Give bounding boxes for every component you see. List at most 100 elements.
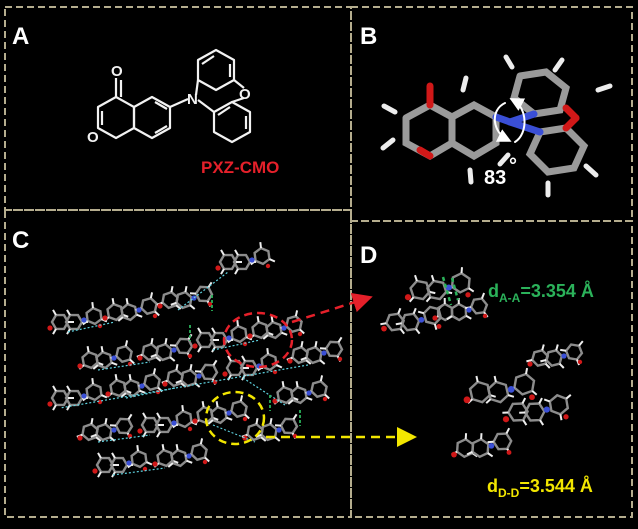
ring [154,416,174,434]
panel-borders [4,6,633,518]
hydrogen-bond [250,259,257,266]
ring [123,378,141,398]
panel-b-border [350,6,633,222]
hydrogen-bond [164,338,168,345]
hydrogen-contact [242,377,286,406]
hydrogen-bond [227,355,232,362]
hydrogen-bond [152,368,157,375]
hydrogen-bond [172,422,179,429]
hydrogen-bond [189,364,193,371]
atom [92,468,98,474]
atom [126,460,132,466]
hydrogen-bond [460,267,463,274]
hydrogen-bond [259,241,262,249]
ring [130,449,148,469]
atom [543,406,550,413]
ring [140,416,160,434]
atom [186,453,192,459]
ring [468,380,492,404]
hydrogen-bond [114,374,118,381]
panel-letter-b: B [360,23,377,50]
hydrogen-bond [197,346,202,353]
hydrogen-bond [127,413,133,420]
aa-distance-marker [441,276,453,306]
panel-b: B [360,23,613,198]
atom [162,381,168,387]
compound-label: PXZ-CMO [201,158,279,177]
pxz-cmo-structure [96,48,252,144]
ring [140,296,158,316]
atom [242,435,248,441]
hydrogen-bond [175,364,179,371]
hydrogen-bond [408,296,415,303]
atom [105,391,111,397]
hydrogen-bond [201,401,205,408]
hydrogen-bond [380,322,387,326]
hydrogen-bond [540,359,547,363]
hydrogen-bond [52,328,57,335]
ring [199,363,219,381]
atom [418,316,425,323]
ring [426,279,448,301]
donor-dimer [451,340,584,459]
hydrogen-bond [227,337,234,344]
hydrogen-bond [91,301,94,309]
ring [175,290,193,310]
atom [226,410,232,416]
atom [451,451,457,458]
hydrogen-bond [91,377,94,385]
atom [561,353,567,359]
hydrogen-bond [274,436,281,442]
hydrogen-bond [260,436,267,442]
atom [337,356,343,362]
atom [202,459,208,465]
atom [249,257,255,263]
hydrogen-bond [526,359,533,363]
panel-c-border [4,209,352,518]
hydrogen-bond [578,340,584,347]
hydrogen-contact [112,467,166,476]
atom [381,325,387,332]
hydrogen-bond [565,394,572,400]
hydrogen-bond [239,395,244,402]
hydrogen-bond [521,397,527,404]
dd-stacking-highlight [204,390,266,446]
panel-letter-a: A [12,23,29,50]
hydrogen-bond [433,323,438,330]
ring [195,331,215,349]
hydrogen-bond [244,413,250,420]
hydrogen-bond [337,336,343,343]
atom [152,461,158,467]
ring [95,422,113,442]
ring [564,343,584,361]
ring [455,437,475,459]
hydrogen-bond [558,363,565,369]
atom [436,323,442,329]
hydrogen-bond [531,390,538,396]
hydrogen-bond [220,268,225,275]
atom-o-ring: O [87,129,99,146]
ring [95,350,113,370]
atom [465,292,471,298]
ring [194,285,214,303]
hydrogen-bond [189,304,196,310]
atom [111,427,117,433]
ring [548,393,570,416]
hydrogen-bond [82,395,89,402]
aa-stacking-highlight [222,311,294,369]
atom [47,325,53,331]
hydrogen-bond [186,459,193,464]
hydrogen-bond [314,341,318,348]
hydrogen-bond [150,338,154,345]
atom [247,333,253,339]
hydrogen-bond [507,394,515,398]
atom [563,414,569,420]
ring [50,313,70,331]
hydrogen-bond [429,290,436,295]
hydrogen-bond [538,397,543,404]
atom [306,390,312,396]
hydrogen-bond [505,427,511,435]
atom-o-bridge: O [239,86,251,103]
hydrogen-bond [52,385,57,392]
acceptor-dimer [380,267,489,335]
